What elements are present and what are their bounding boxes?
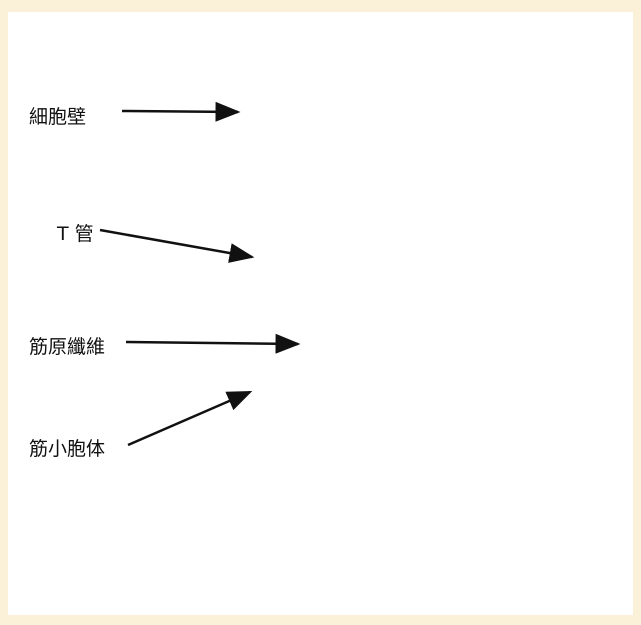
leader-cell-membrane [122, 111, 238, 112]
leader-sarcoplasmic-body [128, 392, 250, 445]
leader-myofibril [126, 342, 298, 344]
leader-t-tubule [100, 230, 252, 257]
